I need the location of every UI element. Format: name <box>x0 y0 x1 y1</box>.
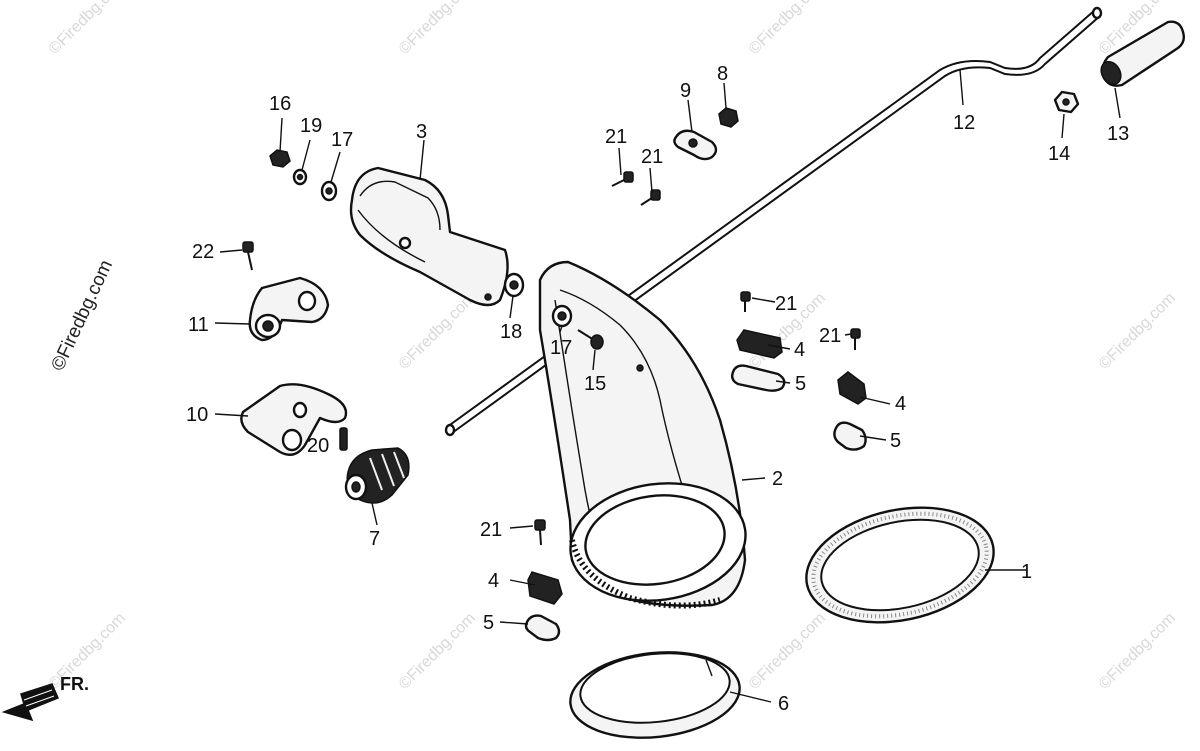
part-21-bolt-right-a <box>740 291 751 312</box>
part-18-washer <box>503 272 525 298</box>
part-21-bolt-right-b <box>850 328 861 350</box>
callout-21a: 21 <box>605 126 627 148</box>
callout-17b: 17 <box>550 337 572 359</box>
watermark-text: ©Firedbg.com <box>746 610 829 693</box>
callout-21c: 21 <box>775 293 797 315</box>
watermark-text: ©Firedbg.com <box>1096 290 1179 373</box>
part-5-plate-c <box>524 614 561 642</box>
callout-5c: 5 <box>483 612 494 634</box>
watermark-text: ©Firedbg.com <box>396 610 479 693</box>
callout-2: 2 <box>772 468 783 490</box>
part-8-nut <box>718 107 739 128</box>
front-label: FR. <box>60 674 89 694</box>
watermark-text: ©Firedbg.com <box>1096 610 1179 693</box>
part-1-ring <box>805 506 995 624</box>
watermark-text-vertical: ©Firedbg.com <box>47 257 117 374</box>
callout-11: 11 <box>188 314 209 336</box>
part-11-bracket <box>248 276 330 342</box>
callout-5a: 5 <box>795 373 806 395</box>
callout-15: 15 <box>584 373 606 395</box>
callout-13: 13 <box>1107 123 1129 145</box>
callout-4a: 4 <box>794 339 805 361</box>
callout-1: 1 <box>1021 561 1032 583</box>
part-9-plate <box>673 129 718 161</box>
part-7-worm-gear <box>344 447 410 504</box>
part-21-bolt-top-a <box>611 171 634 187</box>
front-arrow-icon <box>1 683 59 722</box>
callout-14: 14 <box>1048 143 1070 165</box>
watermark-text: ©Firedbg.com <box>396 0 479 58</box>
part-4-clip-a <box>736 329 783 359</box>
callout-16: 16 <box>269 93 291 115</box>
callout-12: 12 <box>953 112 975 134</box>
part-20-pin <box>339 427 348 451</box>
callouts: 1 2 3 4 4 4 5 5 5 6 7 8 9 10 11 12 13 14… <box>186 63 1129 715</box>
watermark-text: ©Firedbg.com <box>46 0 129 58</box>
part-10-bracket <box>240 383 348 456</box>
watermark-text: ©Firedbg.com <box>396 290 479 373</box>
part-21-bolt-lower <box>534 519 546 546</box>
callout-8: 8 <box>717 63 728 85</box>
watermark-text: ©Firedbg.com <box>746 0 829 58</box>
callout-20: 20 <box>307 435 329 457</box>
callout-4b: 4 <box>895 393 906 415</box>
part-13-handle-grip <box>1100 20 1186 87</box>
part-21-bolt-top-b <box>640 189 661 206</box>
part-19-washer <box>292 168 308 186</box>
part-5-plate-b <box>833 421 867 451</box>
part-14-nut <box>1053 90 1080 114</box>
part-6-ring <box>569 651 741 739</box>
callout-21b: 21 <box>641 146 663 168</box>
part-5-plate-a <box>730 364 786 392</box>
part-4-clip-c <box>527 571 563 605</box>
callout-21d: 21 <box>819 325 841 347</box>
part-15-bolt <box>577 329 604 350</box>
part-16-nut <box>269 149 291 168</box>
callout-22: 22 <box>192 241 214 263</box>
part-2-chute <box>538 260 747 609</box>
callout-9: 9 <box>680 80 691 102</box>
part-4-clip-b <box>837 371 867 405</box>
callout-18: 18 <box>500 321 522 343</box>
part-12-rod <box>444 6 1103 437</box>
callout-3: 3 <box>416 121 427 143</box>
callout-6: 6 <box>778 693 789 715</box>
callout-5b: 5 <box>890 430 901 452</box>
part-17-washer-a <box>320 180 338 202</box>
callout-10: 10 <box>186 404 208 426</box>
callout-4c: 4 <box>488 570 499 592</box>
callout-17a: 17 <box>331 129 353 151</box>
part-17-washer-b <box>551 304 573 328</box>
callout-7: 7 <box>369 528 380 550</box>
callout-21e: 21 <box>480 519 502 541</box>
callout-19: 19 <box>300 115 322 137</box>
front-direction-indicator: FR. <box>1 674 89 722</box>
part-3-deflector-cap <box>349 166 509 307</box>
part-22-bolt <box>242 241 254 271</box>
leader-lines <box>214 69 1121 703</box>
